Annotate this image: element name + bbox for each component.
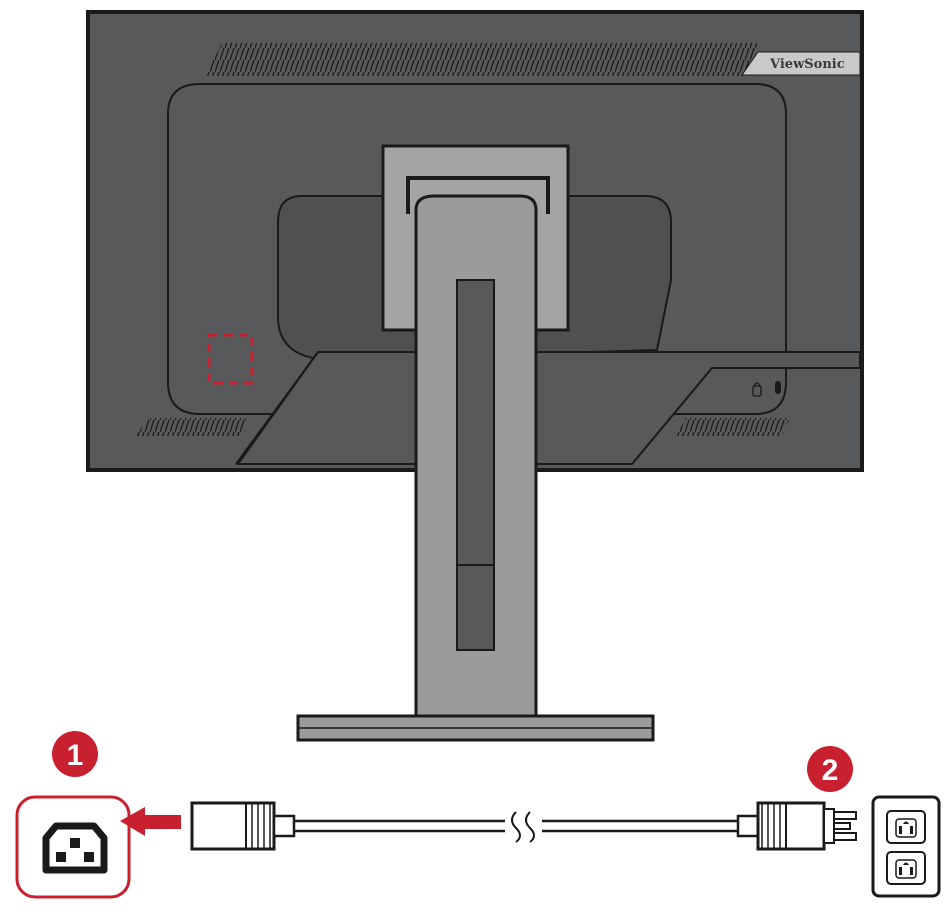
bottom-vent-right bbox=[676, 418, 790, 436]
monitor-stand bbox=[296, 144, 655, 742]
stand-cable-slot bbox=[456, 279, 495, 651]
wall-outlet-icon bbox=[871, 795, 941, 898]
power-port-highlight bbox=[207, 333, 254, 385]
bottom-vent-left bbox=[136, 418, 248, 436]
kensington-lock-icon bbox=[752, 381, 781, 397]
cable-break-icon bbox=[511, 811, 535, 843]
step-1-number: 1 bbox=[67, 739, 84, 772]
ac-power-inlet-icon bbox=[15, 795, 131, 899]
arrow-left-icon bbox=[120, 807, 181, 836]
brand-label: ViewSonic bbox=[769, 57, 845, 72]
top-vent bbox=[206, 43, 760, 76]
io-tray bbox=[236, 351, 861, 465]
step-1-badge: 1 bbox=[52, 731, 98, 777]
brand-plate bbox=[741, 51, 861, 76]
step-2-number: 2 bbox=[822, 754, 839, 787]
power-cable bbox=[190, 801, 857, 851]
step-2-badge: 2 bbox=[807, 746, 853, 792]
